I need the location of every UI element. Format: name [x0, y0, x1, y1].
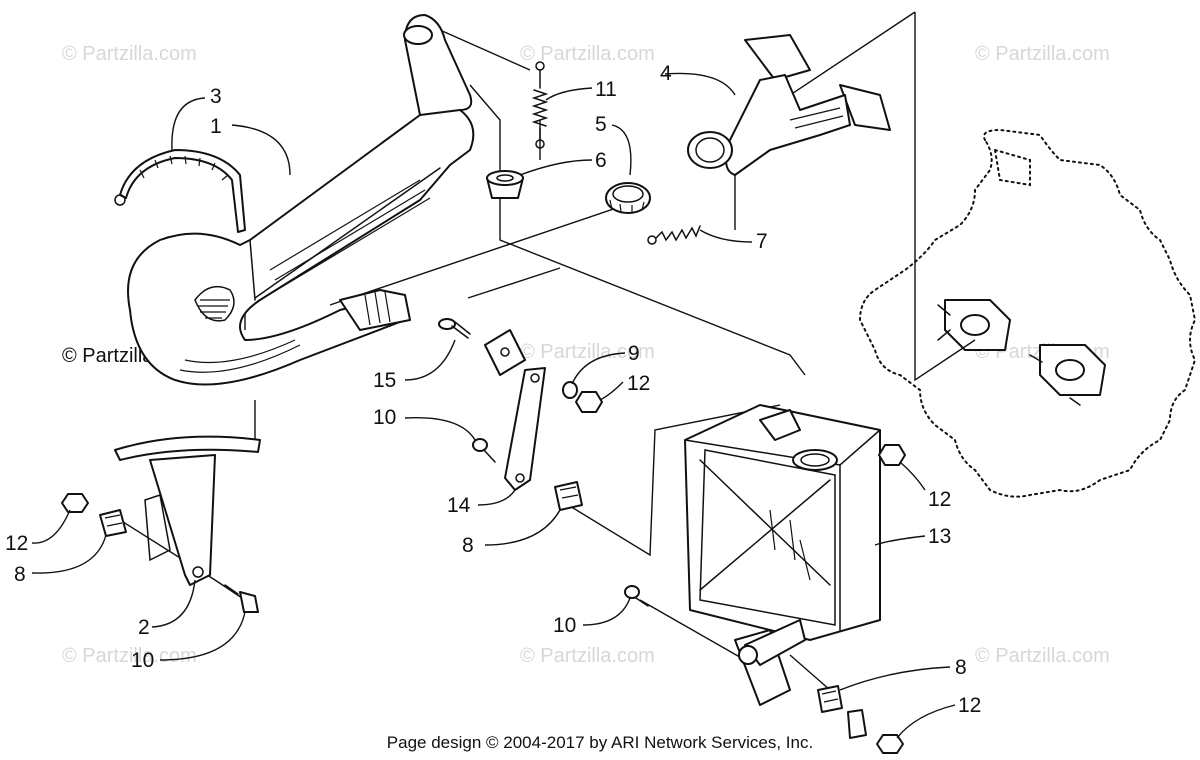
watermark-bottom-right: © Partzilla.com	[975, 645, 1110, 667]
part-exhaust-manifold	[687, 34, 891, 176]
leader-12c	[31, 509, 71, 544]
leader-12a	[599, 381, 624, 401]
muffler-inlet	[792, 449, 838, 471]
part-muffler-strap	[504, 367, 546, 491]
leader-8b	[31, 534, 107, 574]
leader-10a	[404, 416, 476, 441]
part-rear-bracket	[114, 435, 261, 586]
leader-3	[171, 97, 206, 151]
part-washer-b	[847, 709, 867, 739]
callout-8-middle: 8	[462, 534, 474, 557]
callout-11: 11	[595, 78, 617, 101]
leader-2	[151, 579, 196, 628]
leader-10c	[582, 597, 631, 626]
part-bolt-10-b	[224, 584, 259, 613]
part-expansion-chamber	[127, 14, 475, 386]
part-bushing-8-a	[554, 481, 583, 511]
leader-1	[231, 124, 291, 176]
exhaust-port-2	[1029, 344, 1106, 406]
part-bolt-10-a	[472, 438, 496, 463]
part-bolt-15	[438, 318, 471, 339]
callout-7: 7	[756, 230, 768, 253]
callout-13: 13	[928, 525, 951, 548]
part-washer-plate	[484, 329, 526, 376]
callout-14: 14	[447, 494, 471, 517]
manifold-flange-upper	[744, 34, 811, 81]
leader-8a	[484, 509, 561, 546]
callout-5: 5	[595, 113, 607, 136]
page-footer-copyright: Page design © 2004-2017 by ARI Network S…	[386, 733, 814, 752]
expansion-chamber-outlet	[339, 289, 411, 331]
callout-12-bottom: 12	[958, 694, 981, 717]
callout-1: 1	[210, 115, 222, 138]
bracket-saddle	[114, 435, 261, 461]
part-nut-12-c	[61, 493, 89, 513]
callout-8-bottom: 8	[955, 656, 967, 679]
watermarks: © Partzilla.com © Partzilla.com © Partzi…	[62, 43, 1110, 667]
watermark-bottom-left: © Partzilla.com	[62, 645, 197, 667]
assembly-guide-lines	[119, 11, 976, 691]
part-nut-12-b	[878, 444, 906, 466]
leader-11	[545, 87, 593, 101]
callout-15: 15	[373, 369, 396, 392]
callout-4: 4	[660, 62, 672, 85]
callout-12-right: 12	[928, 488, 951, 511]
part-seal-ring	[605, 182, 651, 214]
part-support-strap	[114, 149, 246, 233]
watermark-bottom-center: © Partzilla.com	[520, 645, 655, 667]
leader-10b	[159, 611, 246, 661]
part-bushing-8-b	[99, 509, 127, 537]
callout-10-middle: 10	[373, 406, 396, 429]
part-nut-12-d	[876, 734, 904, 754]
leader-6	[519, 159, 593, 176]
part-spring-upper	[531, 61, 549, 149]
muffler-body	[684, 404, 881, 641]
manifold-outlet	[687, 131, 733, 169]
leader-15	[404, 339, 456, 381]
leader-8c	[839, 666, 951, 691]
leader-12b	[899, 461, 926, 491]
manifold-flange-lower	[839, 84, 891, 131]
callout-10-bottom: 10	[553, 614, 576, 637]
callout-6: 6	[595, 149, 607, 172]
leader-4	[664, 72, 736, 96]
watermark-middle-center: © Partzilla.com	[520, 341, 655, 363]
engine-crankcase-outline	[858, 128, 1197, 498]
engine-outline	[858, 128, 1197, 498]
callout-8-left: 8	[14, 563, 26, 586]
part-bushing-8-c	[817, 685, 843, 713]
support-strap	[119, 149, 246, 233]
callout-12-upper: 12	[627, 372, 650, 395]
callout-3: 3	[210, 85, 222, 108]
callout-9: 9	[628, 342, 640, 365]
part-bolt-10-c	[624, 585, 649, 607]
callout-2: 2	[138, 616, 150, 639]
part-spring-lower	[647, 225, 701, 245]
part-nut-12-a	[575, 391, 603, 413]
expansion-chamber-body	[127, 105, 475, 386]
callout-10-left: 10	[131, 649, 154, 672]
leader-9	[571, 352, 626, 385]
leader-14	[477, 489, 516, 506]
callout-labels: 3 1 4 11 5 6 7 9 12 15 10 14 8 12 13 12 …	[5, 62, 981, 717]
bracket-arm	[149, 454, 216, 586]
engine-top-bracket-outline	[993, 148, 1031, 187]
watermark-top-left: © Partzilla.com	[62, 43, 197, 65]
part-muffler	[684, 404, 881, 706]
exhaust-port-1	[937, 299, 1011, 351]
callout-leaders	[31, 72, 956, 739]
manifold-body	[725, 74, 851, 176]
watermark-top-center: © Partzilla.com	[520, 43, 655, 65]
leader-5	[611, 124, 632, 176]
callout-12-left: 12	[5, 532, 28, 555]
leader-12d	[896, 704, 956, 739]
part-washer-a	[562, 381, 578, 399]
leader-7	[699, 229, 753, 243]
watermark-top-right: © Partzilla.com	[975, 43, 1110, 65]
part-grommet	[486, 170, 524, 199]
leader-13	[874, 535, 926, 546]
